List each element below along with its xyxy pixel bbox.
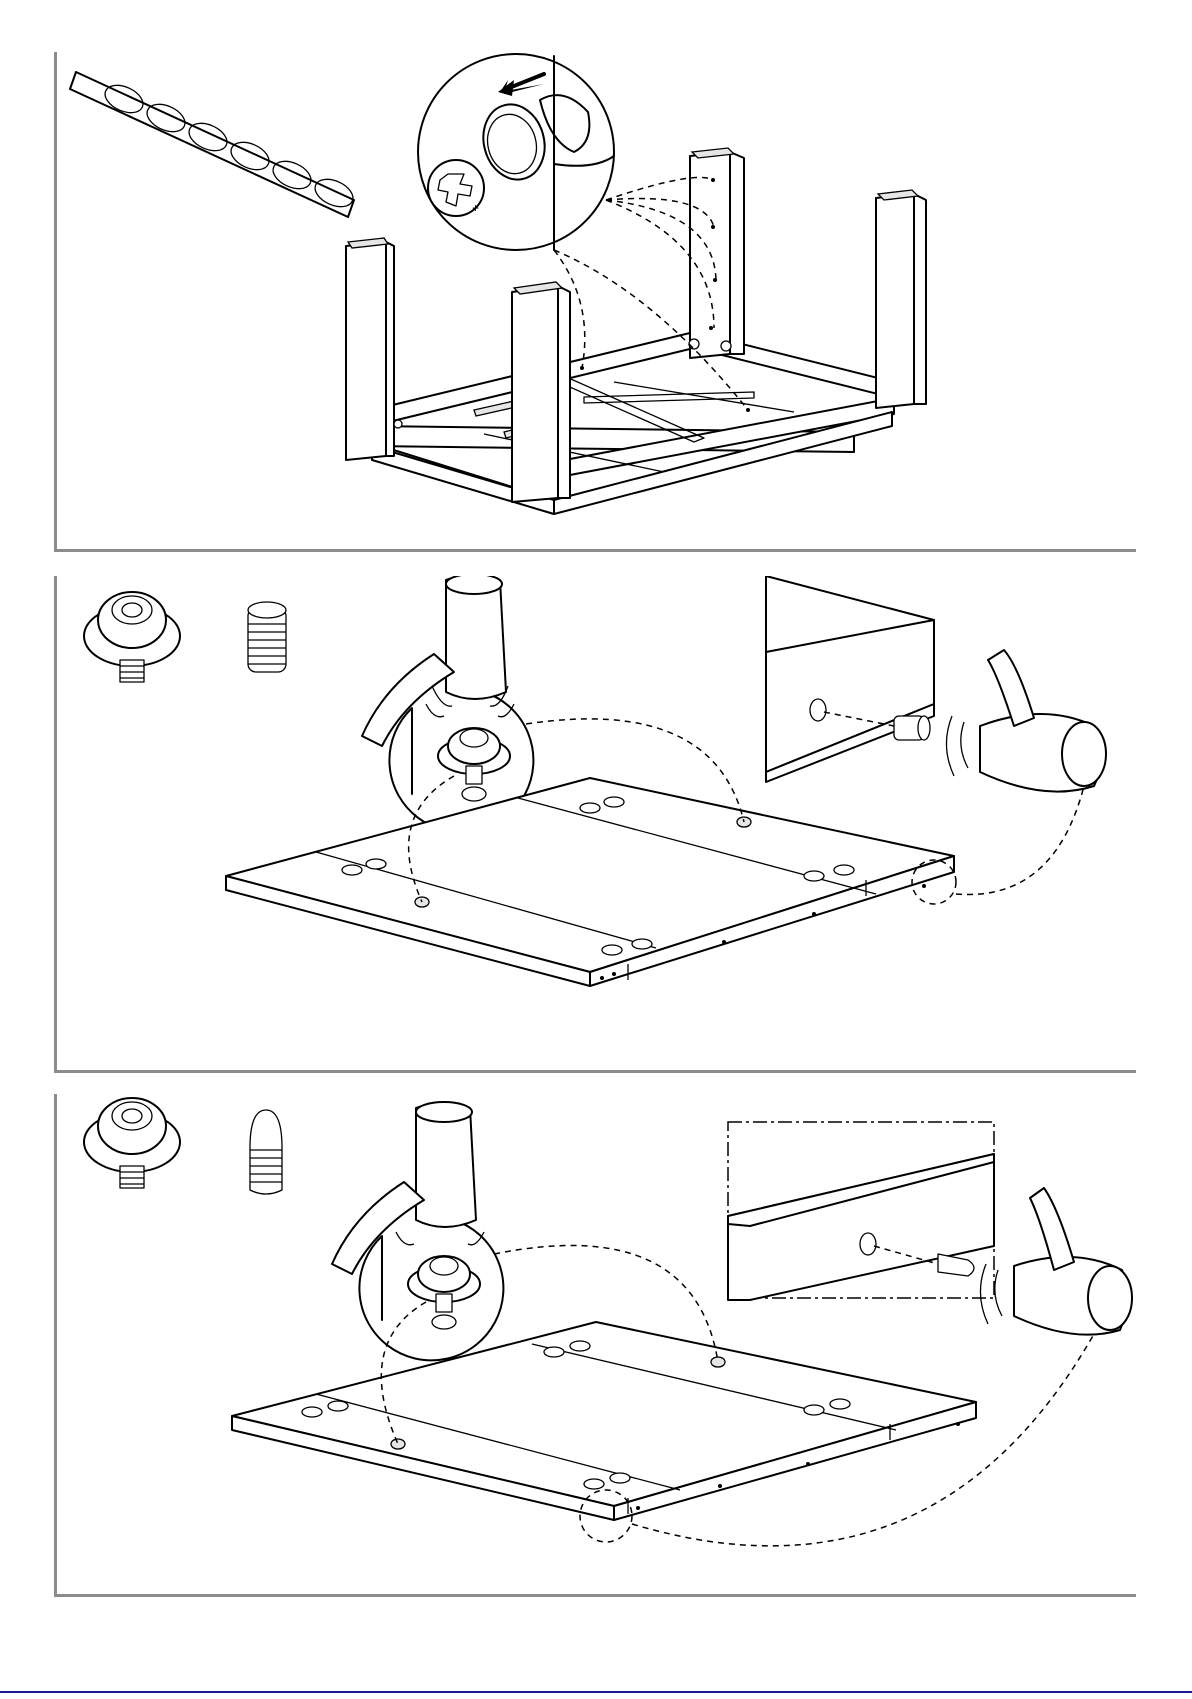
hammer-glide-detail-2 — [332, 1102, 503, 1360]
edge-dowel-detail — [728, 1122, 1132, 1335]
glide-part-icon-2 — [84, 1098, 180, 1188]
step-2-drawing — [54, 576, 1136, 1073]
step-3-drawing — [54, 1094, 1136, 1597]
step-1-drawing: + — [54, 52, 1136, 552]
page-bottom-rule — [0, 1681, 1192, 1685]
glide-part-icon — [84, 592, 180, 682]
step-1-panel: + — [54, 52, 1136, 552]
step-2-panel — [54, 576, 1136, 1073]
threaded-insert-part-icon — [248, 602, 286, 672]
detail-magnifier: + — [418, 54, 614, 250]
hammer-glide-detail — [362, 576, 533, 832]
table-top-step-3 — [232, 1322, 976, 1520]
felt-pad-sheet — [70, 72, 357, 217]
svg-text:+: + — [472, 201, 479, 215]
table-top-step-2 — [226, 778, 954, 986]
edge-insert-detail — [766, 576, 1106, 792]
bottom-rule-line — [0, 1690, 1192, 1694]
dowel-part-icon — [250, 1110, 282, 1194]
step-3-panel — [54, 1094, 1136, 1597]
